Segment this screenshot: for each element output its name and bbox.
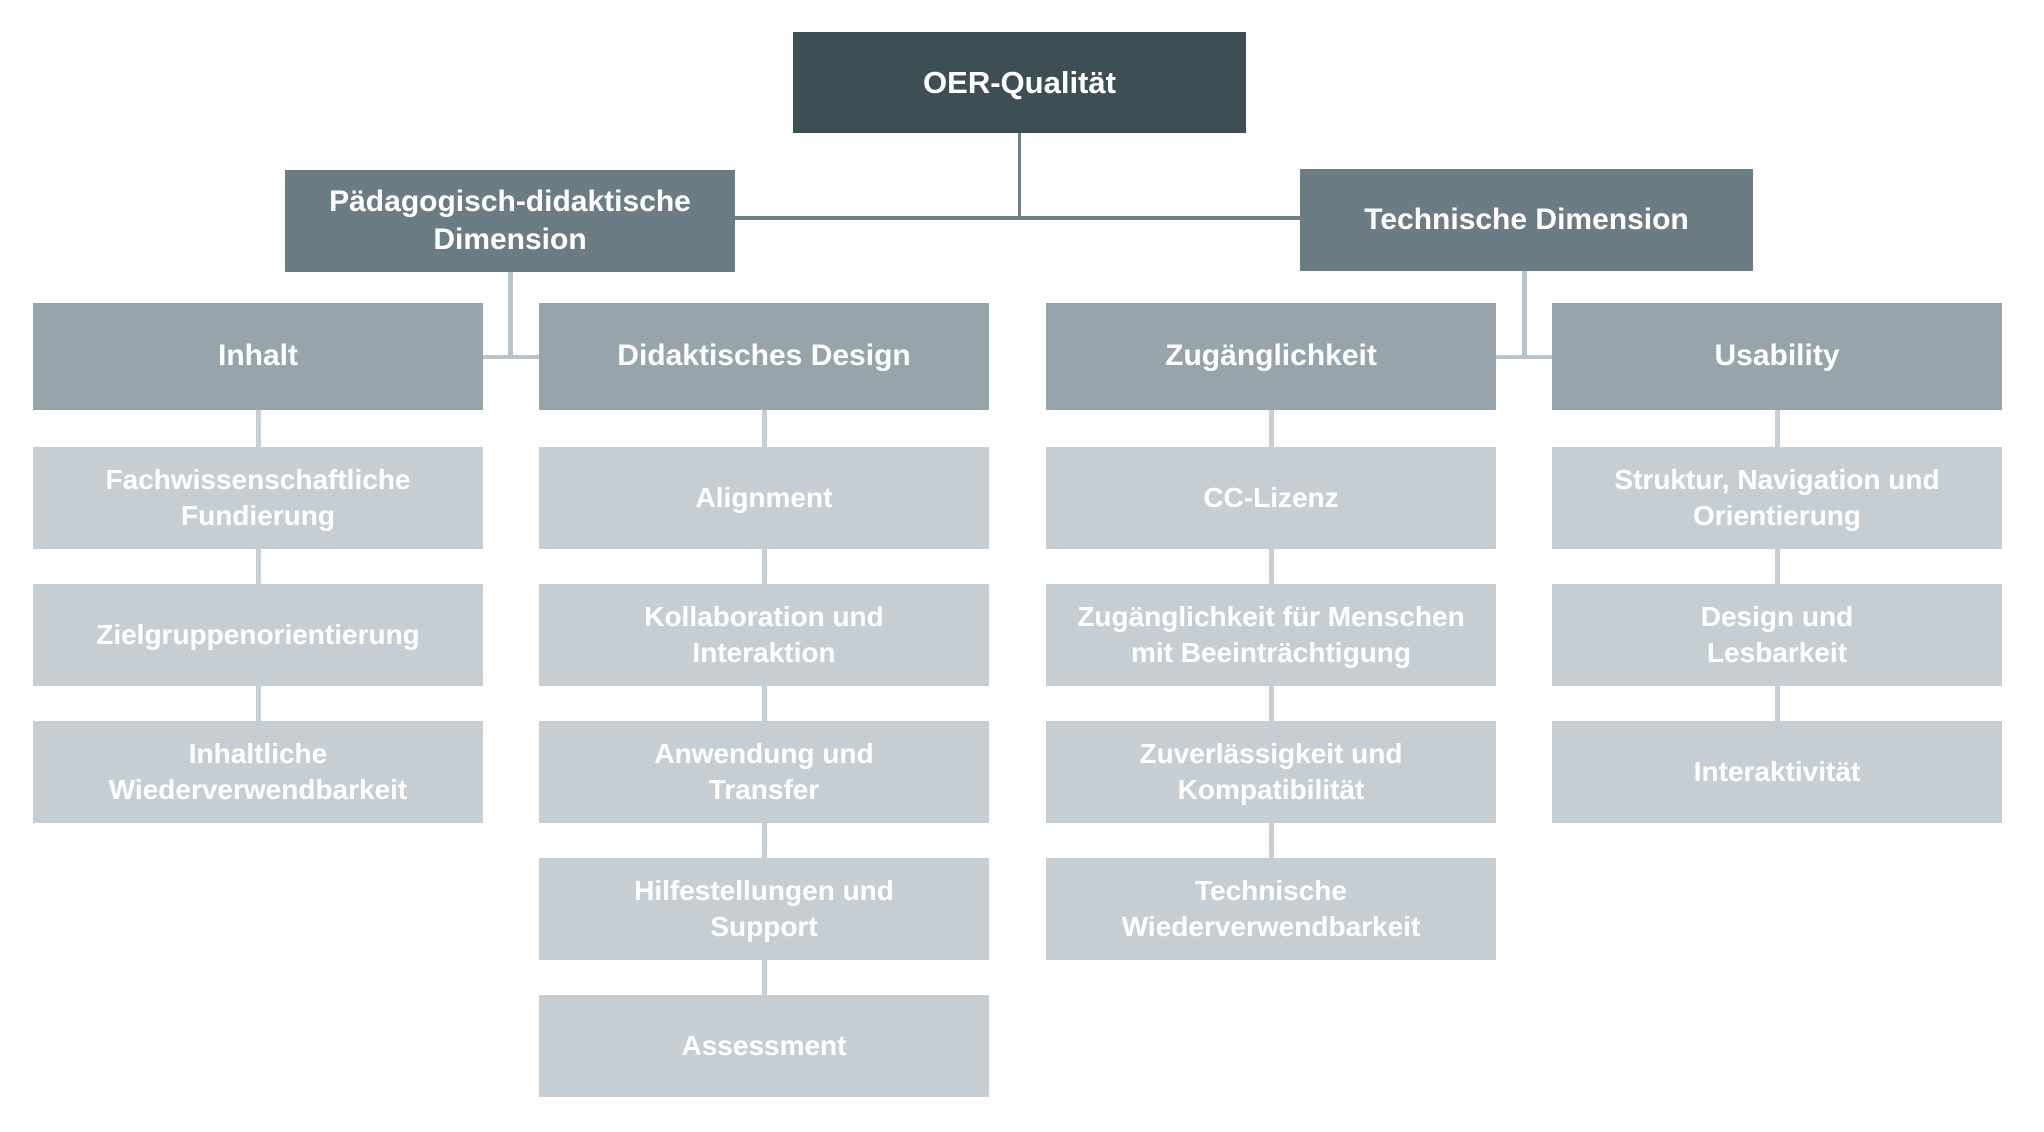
connector-col4-seg2 xyxy=(1775,549,1780,584)
connector-col1-seg2 xyxy=(256,549,261,584)
node-interaktivitaet: Interaktivität xyxy=(1552,721,2002,823)
node-hilfestellungen-und-support: Hilfestellungen und Support xyxy=(539,858,989,960)
connector-col3-seg1 xyxy=(1269,410,1274,447)
node-fachwissenschaftliche-fundierung: Fachwissenschaftliche Fundierung xyxy=(33,447,483,549)
node-cc-lizenz: CC-Lizenz xyxy=(1046,447,1496,549)
connector-col2-seg4 xyxy=(762,823,767,858)
connector-col2-seg1 xyxy=(762,410,767,447)
node-paedagogisch-didaktische-dimension: Pädagogisch-didaktische Dimension xyxy=(285,170,735,272)
node-kollaboration-und-interaktion: Kollaboration und Interaktion xyxy=(539,584,989,686)
connector-col1-seg1 xyxy=(256,410,261,447)
connector-col3-seg3 xyxy=(1269,686,1274,721)
node-alignment: Alignment xyxy=(539,447,989,549)
node-struktur-navigation-orientierung: Struktur, Navigation und Orientierung xyxy=(1552,447,2002,549)
node-zugaenglichkeit: Zugänglichkeit xyxy=(1046,303,1496,410)
node-didaktisches-design: Didaktisches Design xyxy=(539,303,989,410)
node-technische-dimension: Technische Dimension xyxy=(1300,169,1753,271)
connector-col1-seg3 xyxy=(256,686,261,721)
connector-col3-seg4 xyxy=(1269,823,1274,858)
node-zuverlaessigkeit-und-kompatibilitaet: Zuverlässigkeit und Kompatibilität xyxy=(1046,721,1496,823)
connector-col2-seg3 xyxy=(762,686,767,721)
node-zielgruppenorientierung: Zielgruppenorientierung xyxy=(33,584,483,686)
connector-dimensions-horizontal xyxy=(735,216,1303,220)
node-design-und-lesbarkeit: Design und Lesbarkeit xyxy=(1552,584,2002,686)
connector-col3-seg2 xyxy=(1269,549,1274,584)
node-oer-qualitaet: OER-Qualität xyxy=(793,32,1246,133)
node-technische-wiederverwendbarkeit: Technische Wiederverwendbarkeit xyxy=(1046,858,1496,960)
node-assessment: Assessment xyxy=(539,995,989,1097)
node-inhalt: Inhalt xyxy=(33,303,483,410)
connector-dimension1-vertical xyxy=(508,272,513,358)
connector-col2-seg5 xyxy=(762,960,767,995)
node-usability: Usability xyxy=(1552,303,2002,410)
connector-col2-seg2 xyxy=(762,549,767,584)
node-inhaltliche-wiederverwendbarkeit: Inhaltliche Wiederverwendbarkeit xyxy=(33,721,483,823)
connector-dimension2-vertical xyxy=(1522,271,1527,358)
node-zugaenglichkeit-fuer-menschen: Zugänglichkeit für Menschen mit Beeinträ… xyxy=(1046,584,1496,686)
connector-col4-seg1 xyxy=(1775,410,1780,447)
connector-dimension1-horizontal xyxy=(483,355,539,359)
connector-dimension2-horizontal xyxy=(1496,355,1552,359)
connector-col4-seg3 xyxy=(1775,686,1780,721)
connector-root-vertical xyxy=(1018,133,1021,218)
node-anwendung-und-transfer: Anwendung und Transfer xyxy=(539,721,989,823)
